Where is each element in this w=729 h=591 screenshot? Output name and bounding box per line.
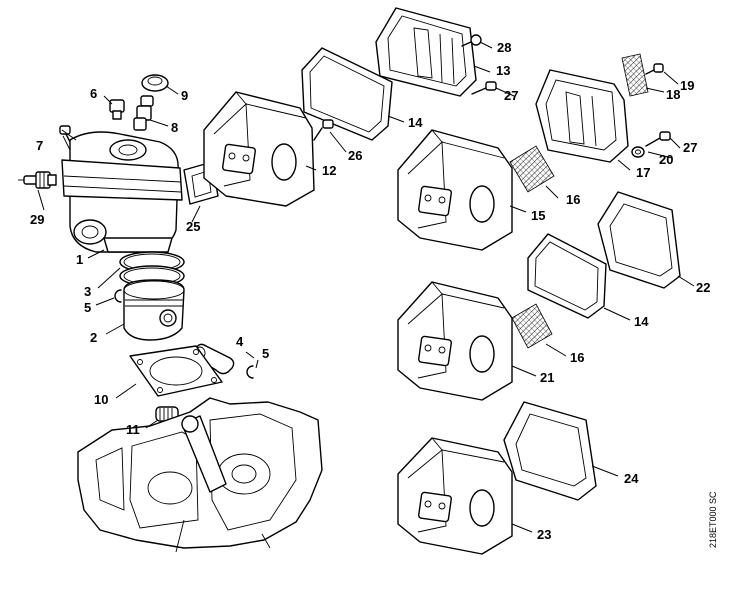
crankcase bbox=[77, 397, 323, 553]
cylinder-base-gasket bbox=[129, 345, 223, 397]
callout-22: 22 bbox=[696, 280, 710, 295]
callout-28: 28 bbox=[497, 40, 511, 55]
callout-14-top: 14 bbox=[408, 115, 423, 130]
screw-27-upper bbox=[471, 81, 497, 95]
muffler-23 bbox=[397, 437, 513, 555]
callout-24: 24 bbox=[624, 471, 639, 486]
circlip-left bbox=[114, 289, 122, 303]
piston bbox=[123, 279, 185, 341]
callout-labels: 1 2 3 5 4 5 6 7 8 9 10 11 12 13 14 15 16… bbox=[30, 40, 710, 542]
callout-9: 9 bbox=[181, 88, 188, 103]
callout-12: 12 bbox=[322, 163, 336, 178]
muffler-21 bbox=[397, 281, 513, 401]
callout-16-lower: 16 bbox=[570, 350, 584, 365]
muffler-cover-13 bbox=[375, 7, 477, 97]
callout-17: 17 bbox=[636, 165, 650, 180]
washer bbox=[631, 146, 645, 158]
callout-16-top: 16 bbox=[566, 192, 580, 207]
callout-4: 4 bbox=[236, 334, 244, 349]
callout-6: 6 bbox=[90, 86, 97, 101]
callout-7: 7 bbox=[36, 138, 43, 153]
callout-26: 26 bbox=[348, 148, 362, 163]
screw-28 bbox=[461, 34, 482, 47]
callout-19: 19 bbox=[680, 78, 694, 93]
decompression-valve-plug bbox=[109, 99, 125, 120]
screw-19 bbox=[645, 63, 664, 75]
callout-23: 23 bbox=[537, 527, 551, 542]
callout-3: 3 bbox=[84, 284, 91, 299]
callout-27-right: 27 bbox=[683, 140, 697, 155]
callout-20: 20 bbox=[659, 152, 673, 167]
leader-lines bbox=[37, 41, 695, 533]
callout-5-left: 5 bbox=[84, 300, 91, 315]
drawing-code: 218ET000 SC bbox=[708, 491, 718, 548]
screen-18 bbox=[621, 53, 649, 97]
callout-1: 1 bbox=[76, 252, 83, 267]
callout-10: 10 bbox=[94, 392, 108, 407]
spark-plug bbox=[18, 171, 57, 189]
muffler-gasket-top bbox=[301, 47, 393, 141]
callout-11: 11 bbox=[126, 422, 140, 437]
callout-21: 21 bbox=[540, 370, 554, 385]
muffler-cover-plate-22 bbox=[597, 191, 681, 289]
callout-27-upper: 27 bbox=[504, 88, 518, 103]
spark-arrestor-screen-lower bbox=[511, 303, 553, 349]
muffler-cover-plate-24 bbox=[503, 401, 597, 501]
screw-26 bbox=[313, 119, 334, 141]
muffler-gasket-middle bbox=[527, 233, 607, 319]
muffler-cover-17 bbox=[535, 69, 629, 163]
callout-15: 15 bbox=[531, 208, 545, 223]
callout-5-right: 5 bbox=[262, 346, 269, 361]
cylinder bbox=[61, 131, 183, 253]
decompression-valve bbox=[133, 95, 154, 131]
callout-8: 8 bbox=[171, 120, 178, 135]
callout-13: 13 bbox=[496, 63, 510, 78]
callout-2: 2 bbox=[90, 330, 97, 345]
muffler-12 bbox=[203, 91, 315, 207]
circlip-right bbox=[246, 365, 254, 379]
spark-arrestor-screen-upper bbox=[509, 145, 555, 193]
cap bbox=[141, 74, 169, 92]
callout-29: 29 bbox=[30, 212, 44, 227]
muffler-15 bbox=[397, 129, 513, 251]
screw-27-right bbox=[645, 131, 671, 147]
callout-25: 25 bbox=[186, 219, 200, 234]
callout-14-middle: 14 bbox=[634, 314, 649, 329]
callout-18: 18 bbox=[666, 87, 680, 102]
